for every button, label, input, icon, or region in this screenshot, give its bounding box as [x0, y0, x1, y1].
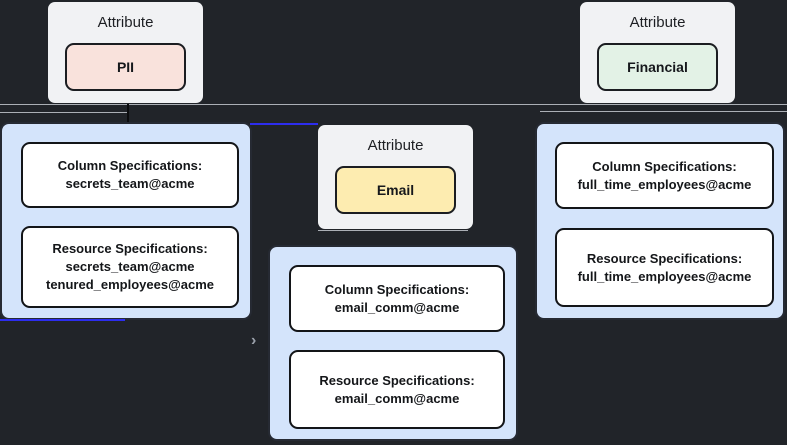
edge-vertical-left: [127, 104, 129, 122]
attribute-node-financial: Attribute Financial: [580, 2, 735, 103]
edge-blue-bottom: [0, 319, 125, 321]
attribute-pill-financial: Financial: [597, 43, 718, 91]
edge-horizontal-right: [540, 111, 787, 112]
attribute-node-title: Attribute: [629, 14, 686, 31]
edge-arrowhead-icon: ›: [251, 332, 257, 349]
attribute-pill-pii: PII: [65, 43, 186, 91]
spec-line: email_comm@acme: [334, 299, 460, 315]
spec-line: email_comm@acme: [334, 390, 460, 406]
spec-line: secrets_team@acme: [65, 259, 195, 274]
attribute-pill-email: Email: [335, 166, 456, 214]
spec-title: Column Specifications:: [592, 158, 737, 174]
group-container-email: Column Specifications: email_comm@acme R…: [268, 245, 518, 441]
spec-line: secrets_team@acme: [65, 176, 195, 191]
attribute-node-title: Attribute: [97, 14, 154, 31]
column-spec-box: Column Specifications: secrets_team@acme: [21, 142, 239, 208]
column-spec-box: Column Specifications: email_comm@acme: [289, 265, 505, 332]
resource-spec-box: Resource Specifications: full_time_emplo…: [555, 228, 774, 307]
attribute-node-title: Attribute: [367, 137, 424, 154]
spec-line: tenured_employees@acme: [45, 277, 215, 292]
edge-horizontal-top: [0, 104, 787, 105]
group-container-financial: Column Specifications: full_time_employe…: [535, 122, 785, 320]
spec-title: Resource Specifications:: [52, 241, 208, 256]
edge-horizontal-left: [0, 112, 127, 113]
attribute-node-email: Attribute Email: [318, 125, 473, 229]
resource-spec-box: Resource Specifications: secrets_team@ac…: [21, 226, 239, 308]
spec-title: Column Specifications:: [324, 281, 470, 297]
resource-spec-box: Resource Specifications: email_comm@acme: [289, 350, 505, 429]
edge-blue-top: [250, 123, 318, 125]
group-container-pii: Column Specifications: secrets_team@acme…: [0, 122, 252, 320]
spec-line: full_time_employees@acme: [577, 268, 752, 284]
spec-line: full_time_employees@acme: [577, 176, 752, 192]
column-spec-box: Column Specifications: full_time_employe…: [555, 142, 774, 209]
spec-title: Resource Specifications:: [586, 250, 743, 266]
spec-title: Column Specifications:: [57, 158, 203, 173]
spec-title: Resource Specifications:: [319, 372, 475, 388]
edge-horizontal-middle: [318, 230, 468, 231]
attribute-node-pii: Attribute PII: [48, 2, 203, 103]
